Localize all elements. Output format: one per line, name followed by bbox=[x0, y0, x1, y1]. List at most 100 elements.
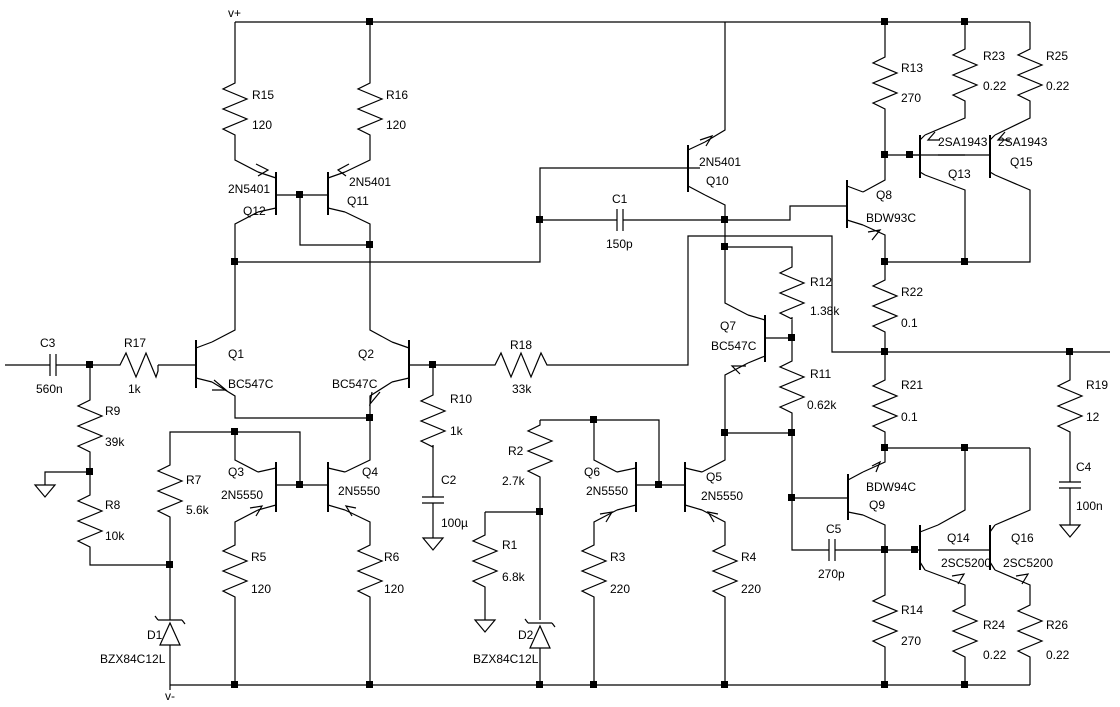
r1-ref: R1 bbox=[502, 538, 518, 552]
r13-body bbox=[871, 52, 899, 112]
r23-value: 0.22 bbox=[983, 79, 1007, 93]
q13-ref: Q13 bbox=[948, 167, 971, 181]
q4-part: 2N5550 bbox=[338, 484, 380, 498]
r18-value: 33k bbox=[512, 382, 532, 396]
q2-ref: Q2 bbox=[358, 347, 374, 361]
resistor-bodies bbox=[76, 44, 1084, 660]
r22-body bbox=[871, 275, 899, 335]
r8-value: 10k bbox=[105, 529, 125, 543]
r17-ref: R17 bbox=[124, 336, 146, 350]
r9-ref: R9 bbox=[105, 404, 121, 418]
q5-ref: Q5 bbox=[706, 470, 722, 484]
q10-ref: Q10 bbox=[706, 174, 729, 188]
c5-body bbox=[828, 539, 836, 561]
r14-value: 270 bbox=[901, 634, 921, 648]
q12-ref: Q12 bbox=[243, 204, 266, 218]
q16-part: 2SC5200 bbox=[1003, 556, 1053, 570]
q9-ref: Q9 bbox=[869, 498, 885, 512]
c3-value: 560n bbox=[36, 382, 63, 396]
c4-ref: C4 bbox=[1076, 460, 1092, 474]
emitter-arrows bbox=[212, 131, 1030, 585]
r16-body bbox=[356, 78, 384, 152]
q16-ref: Q16 bbox=[1011, 531, 1034, 545]
ground-icon bbox=[1058, 524, 1082, 538]
d2-ref: D2 bbox=[518, 628, 534, 642]
r12-body bbox=[778, 262, 806, 320]
r21-body bbox=[871, 375, 899, 435]
q8-part: BDW93C bbox=[866, 211, 916, 225]
q11-ref: Q11 bbox=[347, 194, 369, 208]
r17-value: 1k bbox=[128, 382, 142, 396]
r15-value: 120 bbox=[252, 118, 272, 132]
wires bbox=[5, 21, 1110, 690]
c1-value: 150p bbox=[606, 237, 633, 251]
r16-value: 120 bbox=[386, 118, 406, 132]
r2-value: 2.7k bbox=[502, 474, 526, 488]
r2-body bbox=[526, 420, 554, 482]
q3-ref: Q3 bbox=[228, 465, 244, 479]
r12-ref: R12 bbox=[810, 275, 832, 289]
r25-ref: R25 bbox=[1046, 49, 1068, 63]
r22-value: 0.1 bbox=[901, 316, 918, 330]
ground-symbols bbox=[33, 484, 1082, 633]
vminus-label: v- bbox=[165, 689, 175, 703]
r19-ref: R19 bbox=[1086, 378, 1108, 392]
r3-ref: R3 bbox=[610, 550, 626, 564]
r3-body bbox=[580, 540, 608, 600]
q9-part: BDW94C bbox=[866, 480, 916, 494]
c3-ref: C3 bbox=[40, 336, 56, 350]
r19-body bbox=[1056, 375, 1084, 435]
r15-ref: R15 bbox=[252, 88, 274, 102]
r25-value: 0.22 bbox=[1046, 79, 1070, 93]
c4-body bbox=[1059, 481, 1081, 489]
r2-ref: R2 bbox=[508, 444, 524, 458]
c5-ref: C5 bbox=[826, 522, 842, 536]
r4-value: 220 bbox=[741, 582, 761, 596]
r10-value: 1k bbox=[450, 424, 464, 438]
r21-value: 0.1 bbox=[901, 410, 918, 424]
r25-body bbox=[1016, 44, 1044, 104]
r4-body bbox=[711, 540, 739, 600]
r24-value: 0.22 bbox=[983, 648, 1007, 662]
r23-body bbox=[951, 44, 979, 104]
r1-value: 6.8k bbox=[502, 570, 526, 584]
r6-ref: R6 bbox=[384, 550, 400, 564]
r13-ref: R13 bbox=[901, 61, 923, 75]
r17-body bbox=[115, 351, 159, 379]
transistor-bases bbox=[195, 135, 991, 570]
ground-icon bbox=[421, 537, 445, 551]
r19-value: 12 bbox=[1086, 410, 1100, 424]
r9-value: 39k bbox=[105, 435, 125, 449]
q14-ref: Q14 bbox=[947, 531, 970, 545]
r3-value: 220 bbox=[610, 582, 630, 596]
r5-body bbox=[221, 540, 249, 600]
r16-ref: R16 bbox=[386, 88, 408, 102]
r8-ref: R8 bbox=[105, 498, 121, 512]
r14-ref: R14 bbox=[901, 603, 923, 617]
d1-part: BZX84C12L bbox=[100, 652, 166, 666]
r10-ref: R10 bbox=[450, 392, 472, 406]
c4-value: 100n bbox=[1076, 499, 1103, 513]
r11-value: 0.62k bbox=[807, 398, 837, 412]
r18-ref: R18 bbox=[510, 338, 532, 352]
r1-body bbox=[471, 530, 499, 590]
r24-ref: R24 bbox=[983, 618, 1005, 632]
q5-part: 2N5550 bbox=[701, 489, 743, 503]
q13-part: 2SA1943 bbox=[938, 135, 988, 149]
q2-part: BC547C bbox=[332, 377, 378, 391]
c1-body bbox=[616, 209, 624, 231]
r12-value: 1.38k bbox=[810, 304, 840, 318]
r23-ref: R23 bbox=[983, 49, 1005, 63]
q6-part: 2N5550 bbox=[586, 484, 628, 498]
r7-body bbox=[156, 460, 184, 520]
q3-part: 2N5550 bbox=[221, 488, 263, 502]
r18-body bbox=[490, 351, 548, 379]
q12-part: 2N5401 bbox=[228, 182, 270, 196]
r7-value: 5.6k bbox=[186, 503, 210, 517]
q15-part: 2SA1943 bbox=[998, 135, 1048, 149]
c2-value: 100µ bbox=[441, 516, 468, 530]
q15-ref: Q15 bbox=[1010, 155, 1033, 169]
r21-ref: R21 bbox=[901, 378, 923, 392]
